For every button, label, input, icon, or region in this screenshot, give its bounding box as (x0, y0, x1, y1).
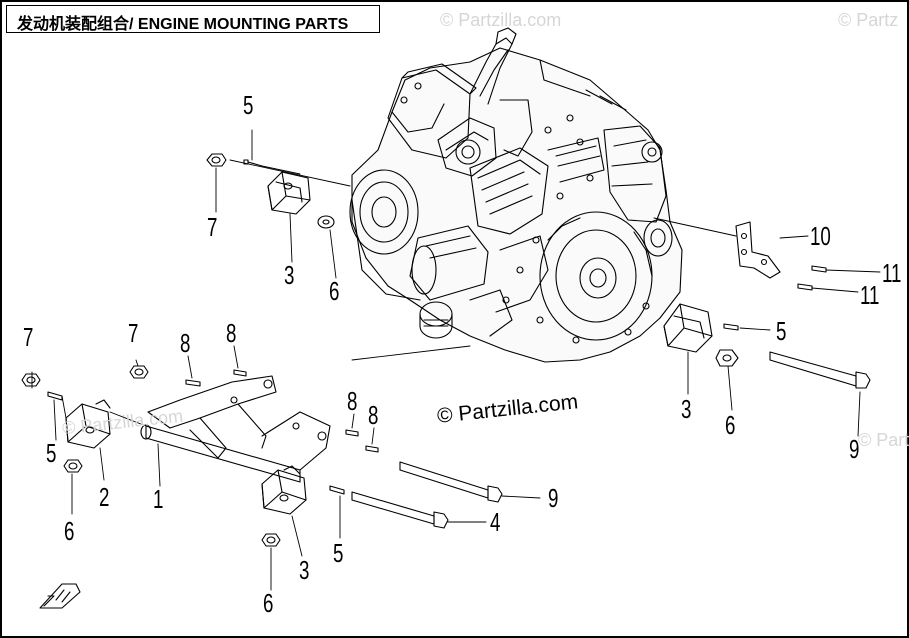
engine-assembly (349, 27, 683, 363)
callout-1: 1 (153, 484, 164, 514)
callout-3-bottom: 3 (299, 555, 310, 585)
callout-6-left: 6 (64, 516, 75, 546)
leader-lines (31, 129, 881, 591)
callout-3-top: 3 (284, 260, 295, 290)
watermark-right: © Parts (858, 430, 909, 450)
upper-left-mount-group (206, 153, 335, 229)
callout-5-right: 5 (776, 316, 787, 346)
forward-arrow-icon (39, 583, 81, 609)
callout-11-a: 11 (882, 258, 902, 288)
callout-6-right: 6 (725, 410, 736, 440)
title-box: 发动机装配组合/ ENGINE MOUNTING PARTS (6, 5, 380, 33)
callout-3-right: 3 (681, 394, 692, 424)
callout-2: 2 (99, 482, 110, 512)
callout-7-top: 7 (207, 212, 218, 242)
callout-9-right: 9 (849, 434, 860, 464)
callout-8-b: 8 (226, 318, 237, 348)
upper-right-bracket-group (735, 221, 827, 291)
middle-fasteners (129, 365, 379, 453)
watermark-top-a: © Partzilla.com (440, 10, 562, 30)
callout-5-top: 5 (243, 90, 254, 120)
callout-5-bottom: 5 (333, 538, 344, 568)
callout-7-left: 7 (23, 322, 34, 352)
callout-8-d: 8 (368, 400, 379, 430)
callout-10: 10 (810, 221, 831, 251)
callout-4: 4 (490, 507, 501, 537)
callout-8-c: 8 (347, 386, 358, 416)
right-mount-group (663, 303, 871, 389)
watermark-top-b: © Partz (838, 10, 899, 30)
callout-6-top: 6 (329, 276, 340, 306)
callout-9-mid: 9 (548, 483, 559, 513)
callout-6-bottom: 6 (263, 588, 274, 618)
callout-7-mid: 7 (128, 318, 139, 348)
lower-mount-group (261, 461, 503, 547)
callout-5-left: 5 (46, 438, 57, 468)
front-mount-frame (140, 375, 331, 483)
callout-11-b: 11 (860, 280, 880, 310)
left-mount-group (21, 373, 111, 473)
page-title: 发动机装配组合/ ENGINE MOUNTING PARTS (17, 16, 349, 33)
callout-8-a: 8 (180, 328, 191, 358)
